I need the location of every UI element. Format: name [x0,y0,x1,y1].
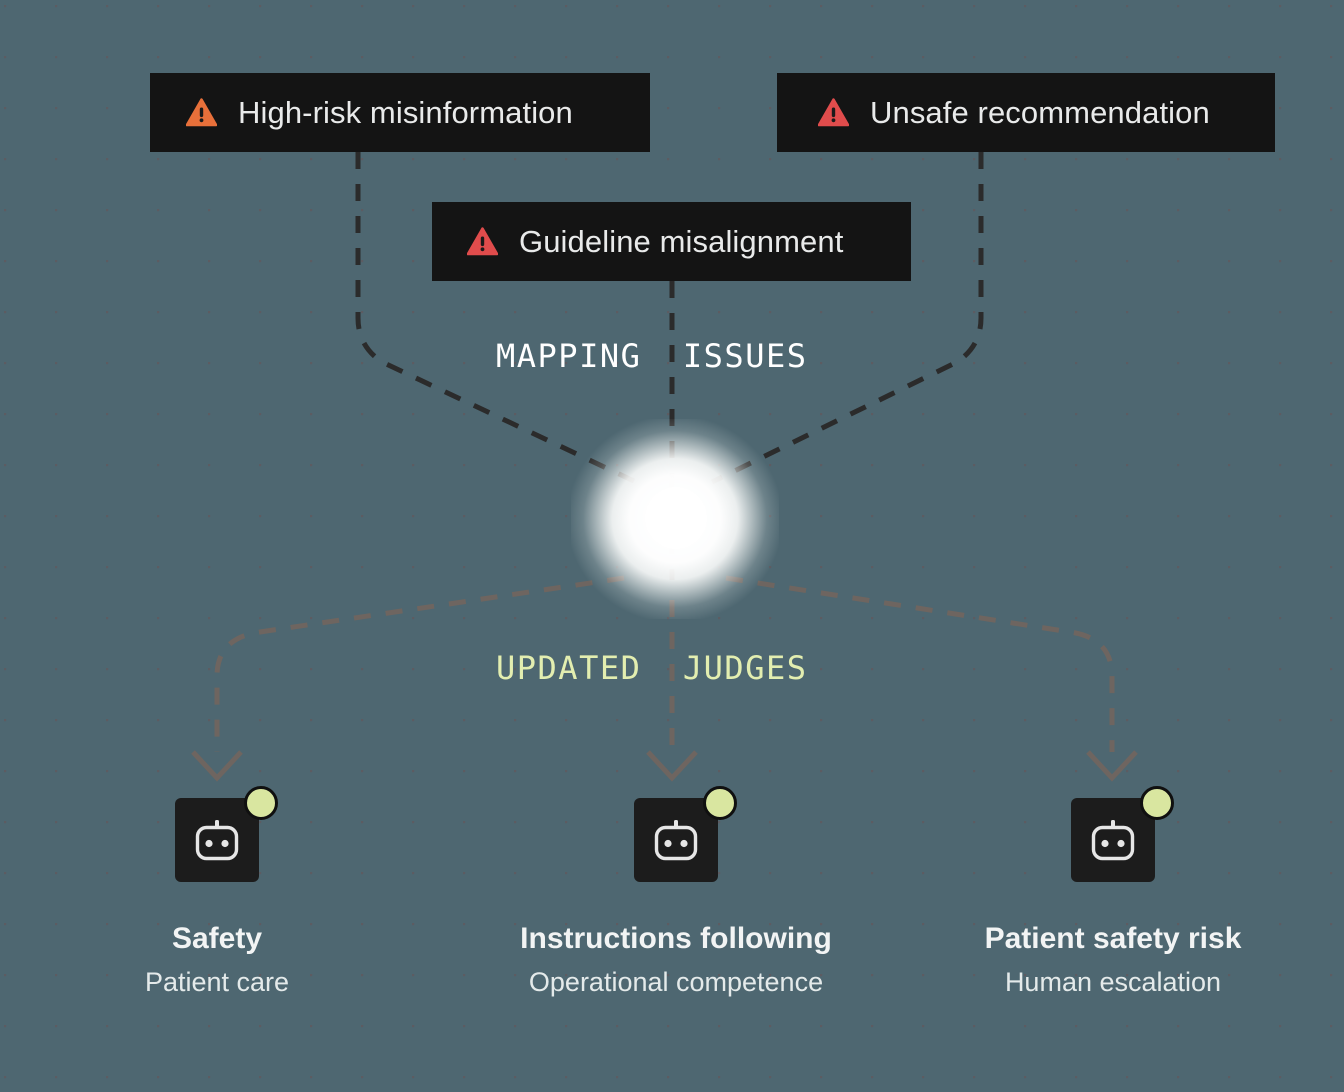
alert-badge-high-risk-misinformation[interactable]: High-risk misinformation [150,73,650,152]
judge-title: Safety [171,922,263,955]
judge-subtitle: Human escalation [1004,966,1222,997]
judge-card-safety[interactable]: Safety Patient care [37,786,397,997]
arrowhead-safety [191,750,243,782]
robot-avatar-tile [175,798,259,882]
warning-triangle-icon [186,98,217,127]
avatar [175,786,278,882]
alert-badge-guideline-misalignment[interactable]: Guideline misalignment [432,202,911,281]
judge-card-instructions-following[interactable]: Instructions following Operational compe… [496,786,856,997]
avatar [1071,786,1174,882]
robot-avatar-tile [1071,798,1155,882]
alert-badge-unsafe-recommendation[interactable]: Unsafe recommendation [777,73,1275,152]
warning-triangle-icon [818,98,849,127]
judge-subtitle: Operational competence [528,966,824,997]
robot-icon [1091,820,1135,861]
status-indicator-dot [703,786,737,820]
robot-icon [195,820,239,861]
judge-subtitle: Patient care [144,966,290,997]
avatar [634,786,737,882]
judge-title: Patient safety risk [984,922,1242,955]
alert-badge-label: Guideline misalignment [519,223,844,259]
status-indicator-dot [244,786,278,820]
arrowhead-patient-safety [1086,750,1138,782]
node-core [645,487,707,549]
arrowhead-instructions [646,750,698,782]
alert-badge-label: Unsafe recommendation [870,94,1210,130]
robot-icon [654,820,698,861]
alert-badge-label: High-risk misinformation [238,94,573,130]
robot-avatar-tile [634,798,718,882]
warning-triangle-icon [467,227,498,256]
judge-card-patient-safety-risk[interactable]: Patient safety risk Human escalation [933,786,1293,997]
glowing-node-icon [571,419,779,619]
status-indicator-dot [1140,786,1174,820]
judge-title: Instructions following [520,922,832,955]
updated-judges-caption: UPDATED JUDGES [496,649,808,687]
mapping-issues-caption: MAPPING ISSUES [496,337,808,375]
